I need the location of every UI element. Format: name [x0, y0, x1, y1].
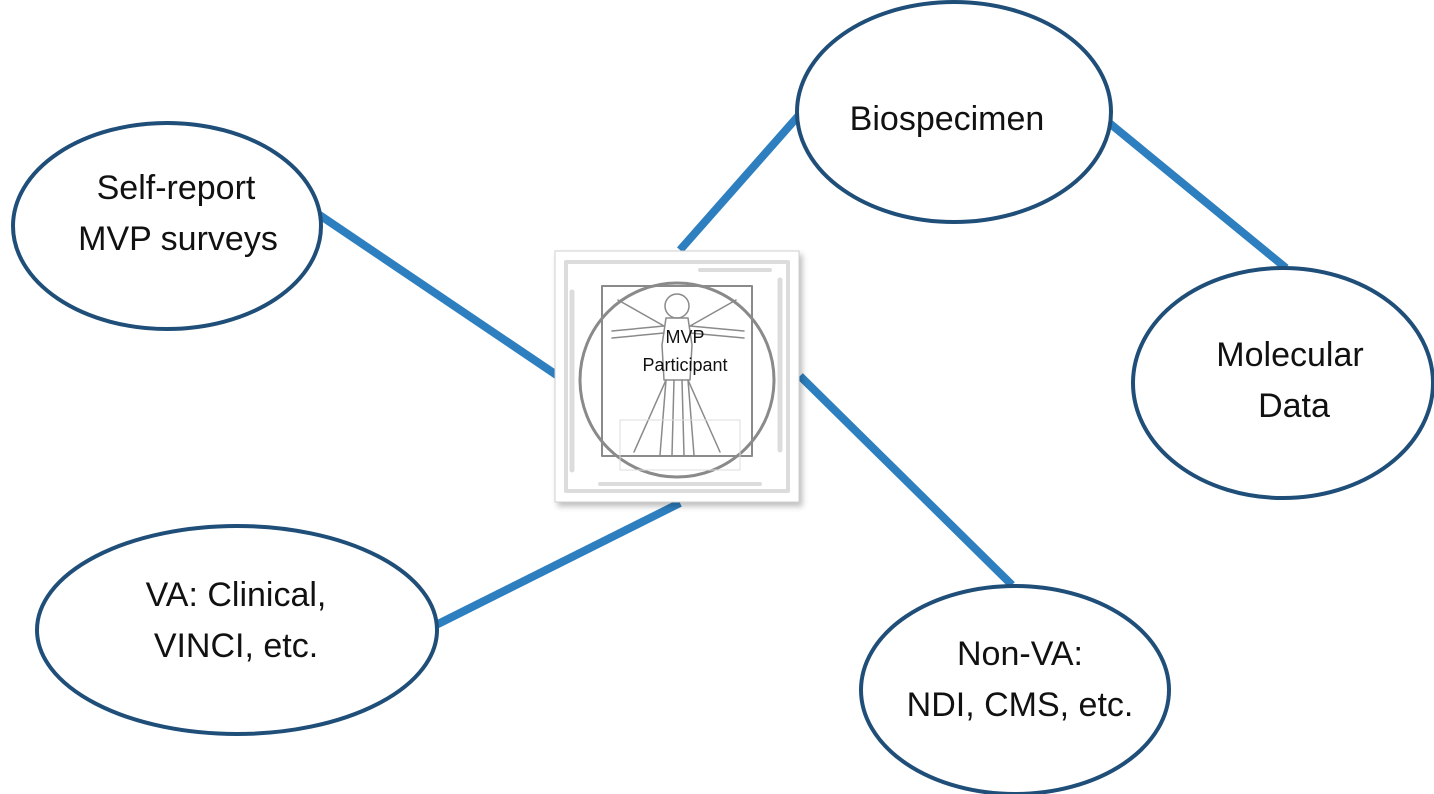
- center-label-line1: MVP: [665, 327, 704, 347]
- node-molecular-data-line1: Molecular: [1216, 336, 1363, 374]
- connector-self-report: [315, 210, 561, 380]
- connector-molecular: [1099, 113, 1289, 272]
- center-participant-card: MVP Participant: [554, 250, 800, 503]
- node-molecular-data: Molecular Data: [1131, 266, 1434, 500]
- node-non-va-line2: NDI, CMS, etc.: [907, 686, 1134, 724]
- node-self-report: Self-report MVP surveys: [11, 121, 323, 331]
- node-va-clinical-line2: VINCI, etc.: [154, 627, 318, 665]
- vitruvian-man-icon: [564, 260, 790, 493]
- connector-non-va: [797, 373, 1015, 588]
- node-non-va-ellipse: [859, 584, 1171, 794]
- node-biospecimen-line1: Biospecimen: [850, 100, 1045, 138]
- node-self-report-line1: Self-report: [97, 169, 256, 207]
- node-biospecimen: Biospecimen: [795, 0, 1113, 224]
- connector-biospecimen: [677, 111, 803, 253]
- node-va-clinical-line1: VA: Clinical,: [146, 576, 327, 614]
- connector-va-clinical: [430, 499, 682, 631]
- node-self-report-ellipse: [11, 121, 323, 331]
- node-non-va-line1: Non-VA:: [957, 635, 1083, 673]
- node-self-report-line2: MVP surveys: [78, 220, 278, 258]
- node-va-clinical: VA: Clinical, VINCI, etc.: [35, 524, 439, 736]
- node-molecular-data-line2: Data: [1258, 387, 1330, 425]
- center-label-line2: Participant: [642, 355, 727, 375]
- node-biospecimen-ellipse: [795, 0, 1113, 224]
- node-molecular-data-ellipse: [1131, 266, 1434, 500]
- connectors: [315, 111, 1289, 631]
- node-va-clinical-ellipse: [35, 524, 439, 736]
- node-non-va: Non-VA: NDI, CMS, etc.: [859, 584, 1171, 794]
- card-background: [554, 250, 800, 503]
